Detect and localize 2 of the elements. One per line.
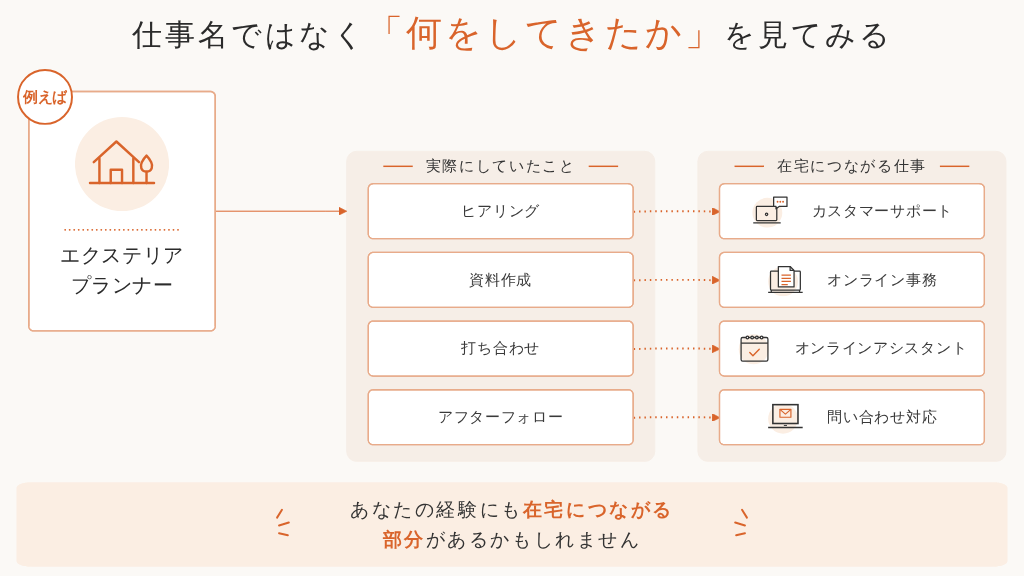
node-circle: 例えば	[17, 68, 73, 125]
title: 仕事名ではなく「何をしてきたか」を見てみる	[130, 11, 894, 55]
